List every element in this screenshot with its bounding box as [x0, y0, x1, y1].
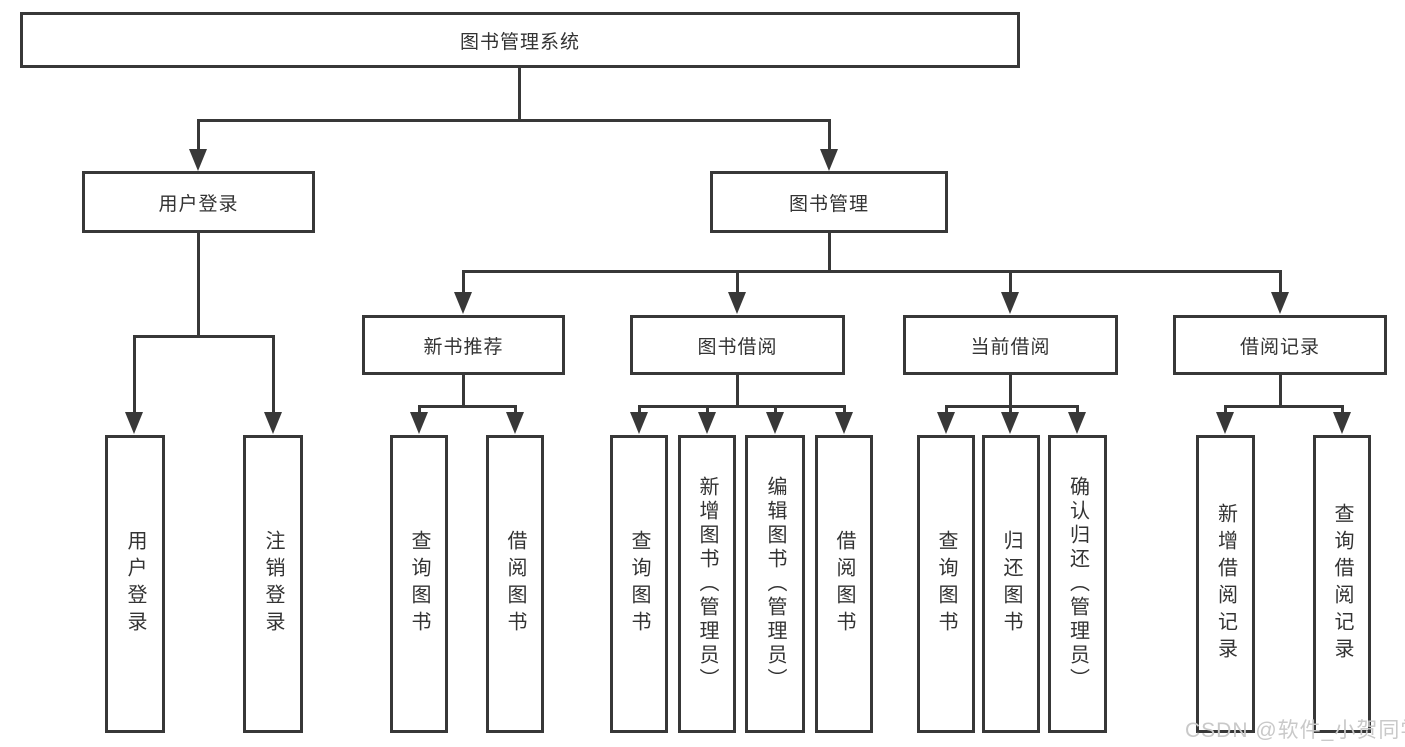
leaf-add-borrow-record: 新增借阅记录 [1196, 435, 1255, 733]
leaf-add-book-admin: 新增图书（管理员） [678, 435, 736, 733]
connector-arrow [630, 412, 648, 434]
node-current-borrowing: 当前借阅 [903, 315, 1118, 375]
connector-line [1076, 405, 1079, 415]
connector-line [197, 119, 200, 151]
connector-arrow [264, 412, 282, 434]
connector-arrow [1216, 412, 1234, 434]
connector-line [1224, 405, 1227, 415]
leaf-borrow-books-recommend: 借阅图书 [486, 435, 544, 733]
node-label: 图书借阅 [697, 336, 778, 358]
connector-arrow [1001, 412, 1019, 434]
connector-line [514, 405, 517, 415]
connector-line [462, 375, 465, 408]
leaf-query-books-current: 查询图书 [917, 435, 975, 733]
node-label: 借阅图书 [504, 530, 526, 638]
connector-arrow [1068, 412, 1086, 434]
connector-arrow [698, 412, 716, 434]
connector-arrow [1001, 292, 1019, 314]
csdn-watermark: CSDN @软件_小贺同学 [1185, 719, 1405, 742]
node-label: 确认归还（管理员） [1066, 476, 1089, 692]
connector-arrow [766, 412, 784, 434]
connector-arrow [937, 412, 955, 434]
node-label: 用户登录 [158, 193, 239, 215]
node-borrowing-records: 借阅记录 [1173, 315, 1387, 375]
connector-line [418, 405, 421, 415]
node-label: 新增借阅记录 [1214, 503, 1237, 665]
connector-line [197, 119, 831, 122]
node-book-management: 图书管理 [710, 171, 948, 233]
connector-line [1224, 405, 1344, 408]
connector-arrow [189, 149, 207, 171]
node-label: 查询图书 [408, 530, 430, 638]
node-user-login: 用户登录 [82, 171, 315, 233]
leaf-logout: 注销登录 [243, 435, 303, 733]
node-book-borrowing: 图书借阅 [630, 315, 845, 375]
connector-line [518, 68, 521, 121]
node-label: 借阅图书 [833, 530, 855, 638]
leaf-borrow-books-borrowing: 借阅图书 [815, 435, 873, 733]
node-label: 图书管理 [788, 193, 869, 215]
node-label: 新增图书（管理员） [696, 476, 718, 692]
node-new-book-recommendation: 新书推荐 [362, 315, 565, 375]
connector-line [1279, 270, 1282, 295]
connector-arrow [835, 412, 853, 434]
node-label: 图书管理系统 [459, 31, 580, 53]
node-label: 注销登录 [262, 530, 284, 638]
leaf-return-books: 归还图书 [982, 435, 1040, 733]
leaf-confirm-return-admin: 确认归还（管理员） [1048, 435, 1107, 733]
connector-line [843, 405, 846, 415]
node-label: 当前借阅 [970, 336, 1051, 358]
connector-line [1341, 405, 1344, 415]
connector-line [1009, 375, 1012, 408]
connector-arrow [454, 292, 472, 314]
connector-line [945, 405, 1079, 408]
connector-line [638, 405, 846, 408]
connector-line [736, 270, 739, 295]
connector-line [1279, 375, 1282, 408]
connector-line [418, 405, 517, 408]
leaf-query-books-recommend: 查询图书 [390, 435, 448, 733]
leaf-user-login: 用户登录 [105, 435, 165, 733]
connector-line [638, 405, 641, 415]
leaf-query-borrow-record: 查询借阅记录 [1313, 435, 1371, 733]
connector-line [1009, 270, 1012, 295]
connector-arrow [410, 412, 428, 434]
connector-line [736, 375, 739, 408]
node-label: 用户登录 [124, 530, 146, 638]
leaf-query-books-borrowing: 查询图书 [610, 435, 668, 733]
connector-arrow [506, 412, 524, 434]
connector-arrow [125, 412, 143, 434]
connector-line [133, 335, 275, 338]
connector-line [272, 335, 275, 415]
node-label: 编辑图书（管理员） [764, 476, 786, 692]
connector-arrow [1333, 412, 1351, 434]
connector-line [706, 405, 709, 415]
leaf-edit-book-admin: 编辑图书（管理员） [745, 435, 805, 733]
connector-line [774, 405, 777, 415]
node-label: 借阅记录 [1239, 336, 1320, 358]
node-label: 新书推荐 [423, 336, 504, 358]
node-label: 查询图书 [628, 530, 650, 638]
connector-arrow [1271, 292, 1289, 314]
connector-arrow [820, 149, 838, 171]
connector-line [462, 270, 465, 295]
connector-line [945, 405, 948, 415]
connector-line [1009, 405, 1012, 415]
connector-arrow [728, 292, 746, 314]
connector-line [828, 233, 831, 273]
node-label: 查询借阅记录 [1331, 503, 1353, 665]
connector-line [828, 119, 831, 151]
node-library-management-system: 图书管理系统 [20, 12, 1020, 68]
node-label: 归还图书 [1000, 530, 1022, 638]
node-label: 查询图书 [935, 530, 957, 638]
connector-line [462, 270, 1282, 273]
connector-line [197, 233, 200, 338]
connector-line [133, 335, 136, 415]
